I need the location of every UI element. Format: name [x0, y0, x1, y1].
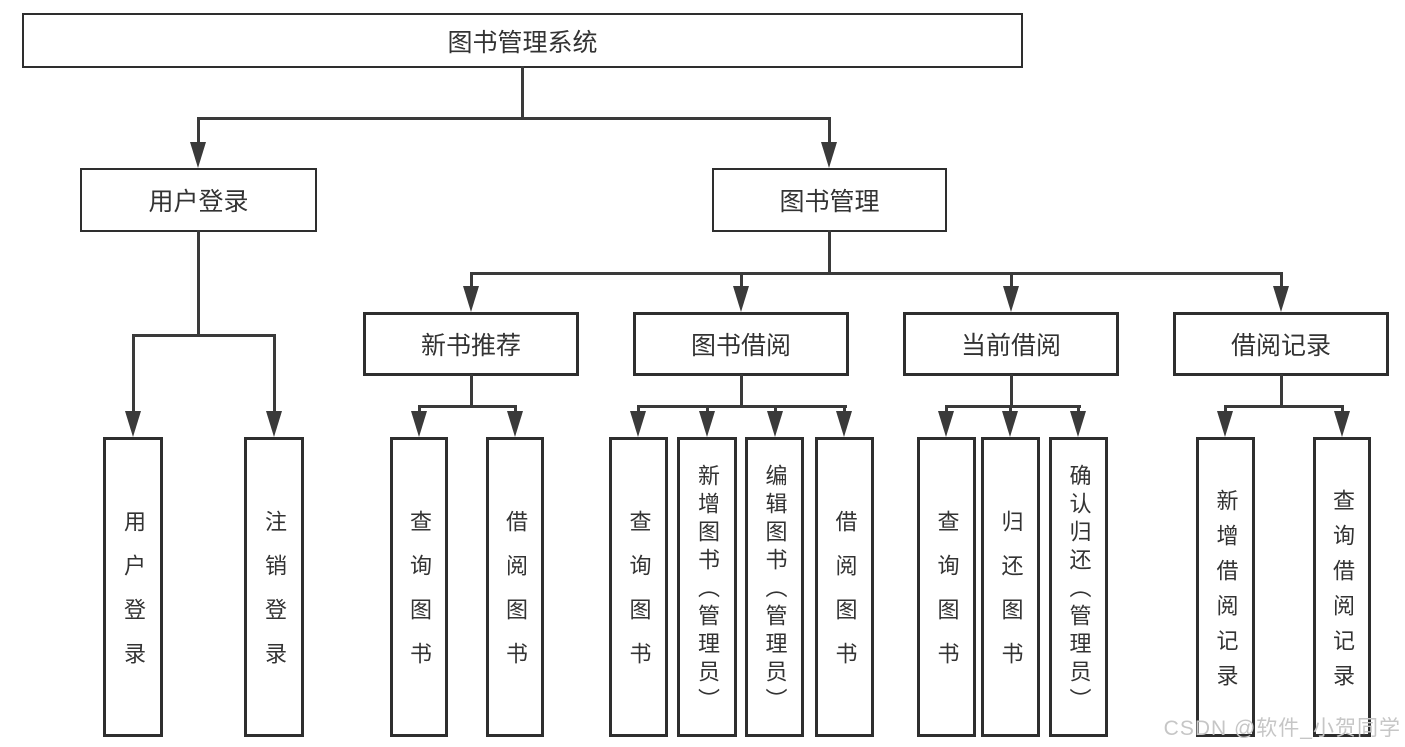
node-book-management: 图书管理	[712, 168, 947, 232]
arrow-down-icon	[938, 411, 954, 437]
node-label: 图书管理	[779, 188, 880, 216]
connector	[637, 405, 640, 415]
node-user-login: 用户登录	[80, 168, 317, 232]
node-label: 图书管理系统	[447, 28, 598, 57]
connector	[945, 405, 1081, 408]
node-new-book-recommend: 新书推荐	[363, 312, 579, 376]
node-label: 图书借阅	[690, 332, 791, 360]
arrow-down-icon	[411, 411, 427, 437]
connector	[514, 405, 517, 415]
arrow-down-icon	[507, 411, 523, 437]
connector	[1280, 374, 1283, 407]
leaf-label: 查询图书	[626, 510, 652, 686]
leaf-label: 查询图书	[934, 510, 960, 686]
node-library-management-system: 图书管理系统	[22, 13, 1023, 68]
leaf-label: 新增借阅记录	[1213, 488, 1239, 699]
leaf-label: 编辑图书（管理员）	[762, 464, 788, 716]
connector	[1341, 405, 1344, 415]
leaf-label: 借阅图书	[832, 510, 858, 686]
leaf-label: 注销登录	[262, 510, 287, 686]
arrow-down-icon	[266, 411, 282, 437]
leaf-query-borrow-record: 查询借阅记录	[1313, 437, 1371, 737]
connector	[637, 405, 847, 408]
leaf-label: 归还图书	[998, 510, 1024, 686]
connector	[1224, 405, 1227, 415]
node-current-borrowing: 当前借阅	[903, 312, 1119, 376]
leaf-user-login: 用户登录	[103, 437, 163, 737]
leaf-borrow-books: 借阅图书	[486, 437, 544, 737]
connector	[418, 405, 421, 415]
arrow-down-icon	[1003, 286, 1019, 312]
connector	[945, 405, 948, 415]
connector	[1010, 374, 1013, 407]
connector	[1010, 272, 1013, 290]
leaf-query-books: 查询图书	[609, 437, 668, 737]
connector	[132, 334, 135, 414]
arrow-down-icon	[190, 142, 206, 168]
leaf-add-borrow-record: 新增借阅记录	[1196, 437, 1255, 737]
arrow-down-icon	[767, 411, 783, 437]
connector	[197, 230, 200, 336]
connector	[197, 117, 200, 147]
node-borrowing-records: 借阅记录	[1173, 312, 1389, 376]
connector	[197, 117, 831, 120]
connector	[843, 405, 846, 415]
arrow-down-icon	[1273, 286, 1289, 312]
leaf-query-books: 查询图书	[390, 437, 448, 737]
connector	[470, 272, 473, 290]
connector	[740, 272, 743, 290]
arrow-down-icon	[1334, 411, 1350, 437]
arrow-down-icon	[463, 286, 479, 312]
leaf-borrow-books: 借阅图书	[815, 437, 874, 737]
node-book-borrowing: 图书借阅	[633, 312, 849, 376]
connector	[706, 405, 709, 415]
leaf-add-books-admin: 新增图书（管理员）	[677, 437, 737, 737]
leaf-confirm-return-admin: 确认归还（管理员）	[1049, 437, 1108, 737]
arrow-down-icon	[836, 411, 852, 437]
arrow-down-icon	[733, 286, 749, 312]
leaf-label: 借阅图书	[503, 510, 528, 686]
connector	[470, 272, 1283, 275]
connector	[828, 230, 831, 274]
connector	[132, 334, 276, 337]
node-label: 当前借阅	[960, 332, 1061, 360]
connector	[521, 66, 524, 120]
connector	[470, 374, 473, 407]
connector	[273, 334, 276, 414]
arrow-down-icon	[1070, 411, 1086, 437]
connector	[828, 117, 831, 147]
leaf-logout: 注销登录	[244, 437, 304, 737]
arrow-down-icon	[699, 411, 715, 437]
leaf-label: 查询借阅记录	[1330, 488, 1355, 699]
leaf-label: 新增图书（管理员）	[695, 464, 720, 716]
node-label: 新书推荐	[420, 332, 521, 360]
connector	[1280, 272, 1283, 290]
leaf-return-books: 归还图书	[981, 437, 1040, 737]
leaf-query-books: 查询图书	[917, 437, 976, 737]
connector	[774, 405, 777, 415]
connector	[740, 374, 743, 407]
connector	[1077, 405, 1080, 415]
node-label: 用户登录	[148, 188, 249, 216]
arrow-down-icon	[630, 411, 646, 437]
leaf-label: 查询图书	[407, 510, 432, 686]
connector	[418, 405, 517, 408]
connector	[1224, 405, 1344, 408]
node-label: 借阅记录	[1230, 332, 1331, 360]
arrow-down-icon	[821, 142, 837, 168]
arrow-down-icon	[1217, 411, 1233, 437]
leaf-label: 用户登录	[121, 510, 146, 686]
connector	[1009, 405, 1012, 415]
arrow-down-icon	[1002, 411, 1018, 437]
leaf-edit-books-admin: 编辑图书（管理员）	[745, 437, 804, 737]
arrow-down-icon	[125, 411, 141, 437]
csdn-watermark: CSDN @软件_小贺同学	[1163, 717, 1401, 740]
leaf-label: 确认归还（管理员）	[1066, 464, 1092, 716]
